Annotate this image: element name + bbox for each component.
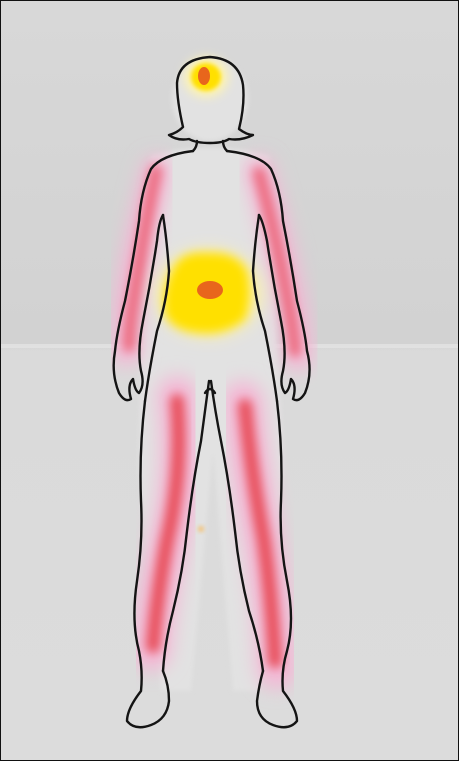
stray-dot [198, 526, 204, 532]
abdomen-hotspot [157, 251, 261, 335]
